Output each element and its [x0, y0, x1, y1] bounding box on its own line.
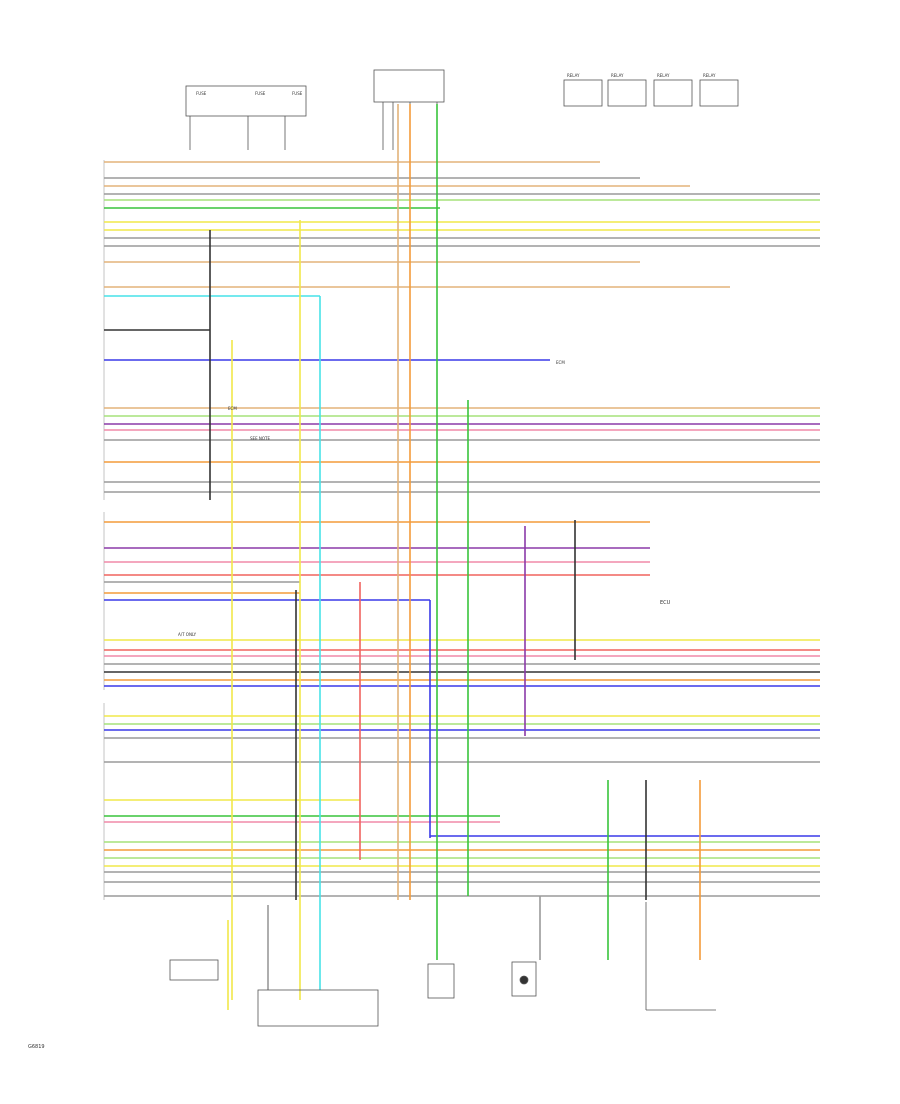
relay-label-2: RELAY [611, 73, 624, 78]
relay-group [563, 79, 739, 107]
note-see-note: SEE NOTE [250, 436, 270, 441]
note-ecm-right: ECM [556, 360, 565, 365]
note-ecm-left: ECM [228, 406, 237, 411]
fuse-label-1: FUSE [196, 91, 207, 96]
relay-label-4: RELAY [703, 73, 716, 78]
fuse-label-3: FUSE [292, 91, 303, 96]
relay-label-3: RELAY [657, 73, 670, 78]
relay-label-1: RELAY [567, 73, 580, 78]
ecu-label: ECU [660, 600, 671, 606]
main-relay [373, 69, 445, 150]
figure-id: G6819 [28, 1044, 45, 1050]
bottom-components [169, 902, 716, 1027]
fuse-block [185, 85, 307, 150]
fuse-label-2: FUSE [255, 91, 266, 96]
wire-group [104, 104, 820, 1010]
note-at-only: A/T ONLY [178, 632, 197, 637]
